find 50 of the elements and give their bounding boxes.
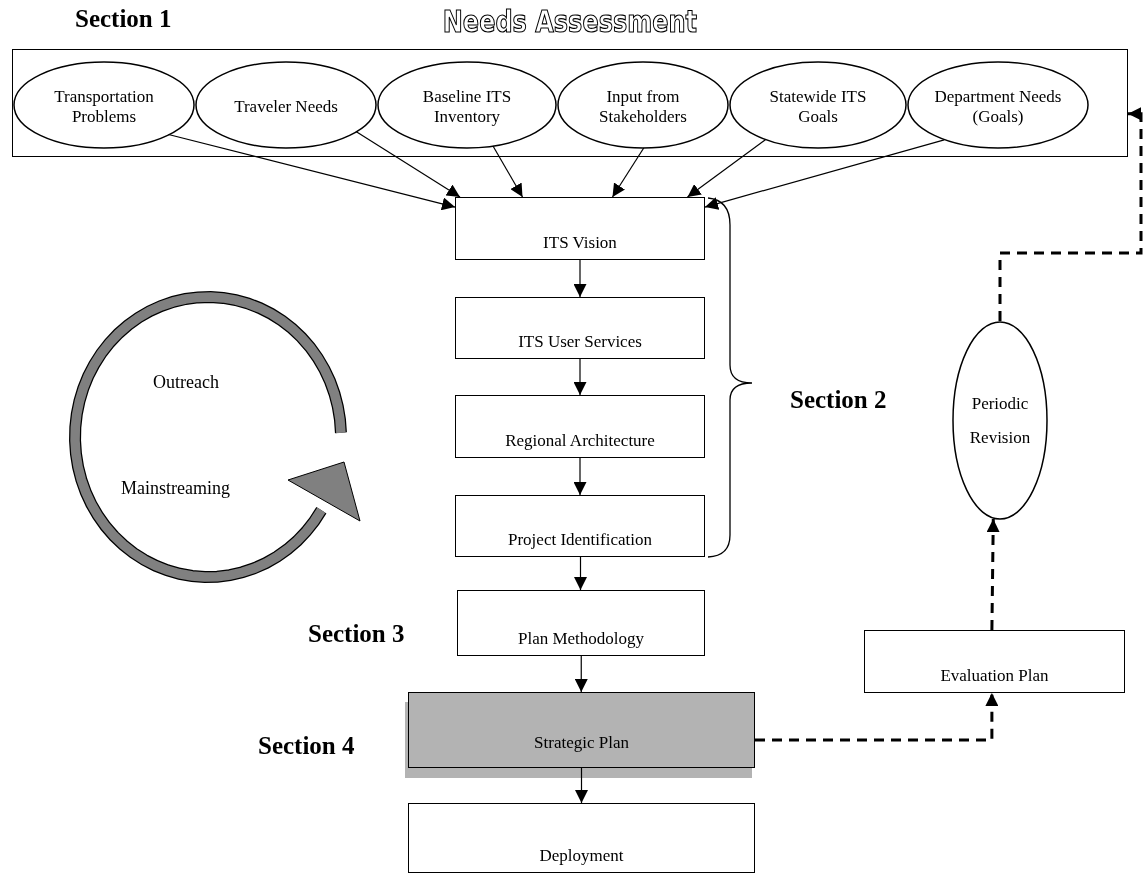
arrow: [755, 693, 999, 742]
arrow: [986, 519, 1000, 630]
node-label: Evaluation Plan: [940, 665, 1049, 686]
process-box: [457, 590, 705, 656]
node-label: Periodic Revision: [968, 392, 1032, 449]
section-heading: Section 4: [258, 732, 355, 760]
arrow: [573, 259, 587, 298]
group-title: Needs Assessment: [442, 4, 698, 39]
section-heading: Section 1: [75, 5, 172, 33]
arrow: [355, 130, 461, 198]
arrow: [686, 139, 766, 198]
node-label: Baseline ITS Inventory: [421, 85, 513, 128]
arrow: [573, 358, 587, 396]
process-box: [455, 197, 705, 260]
node-label: Plan Methodology: [517, 628, 645, 649]
oval-node: [557, 61, 729, 149]
process-box: [455, 297, 705, 359]
node-label: Deployment: [539, 845, 624, 866]
process-box: [455, 395, 705, 458]
section-heading: Section 3: [308, 620, 405, 648]
node-label: Transportation Problems: [53, 85, 155, 128]
node-label: ITS Vision: [543, 232, 617, 253]
node-label: ITS User Services: [518, 331, 642, 352]
node-label: Department Needs (Goals): [934, 85, 1062, 128]
arrow: [998, 107, 1143, 321]
process-box: [864, 630, 1125, 693]
section-heading: Section 2: [790, 386, 887, 414]
node-label: Traveler Needs: [234, 95, 338, 118]
node-label: Input from Stakeholders: [598, 85, 688, 128]
process-box: [455, 495, 705, 557]
node-label: Statewide ITS Goals: [768, 85, 868, 128]
oval-node: [952, 321, 1048, 520]
oval-node: [907, 61, 1089, 149]
arrow: [574, 655, 588, 693]
oval-node: [13, 61, 195, 149]
arrow: [492, 145, 524, 198]
arrow: [611, 147, 645, 198]
node-label: Regional Architecture: [505, 430, 655, 451]
oval-node: [377, 61, 557, 149]
node-label: Project Identification: [508, 529, 652, 550]
arrow: [167, 133, 456, 211]
process-box: [408, 803, 755, 873]
arrow: [575, 767, 588, 804]
oval-node: [195, 61, 377, 149]
oval-node: [729, 61, 907, 149]
cycle-label: Outreach: [153, 372, 219, 393]
arrow: [573, 457, 587, 496]
arrow: [574, 556, 587, 591]
node-label: Strategic Plan: [534, 732, 629, 753]
cycle-label: Mainstreaming: [121, 478, 230, 499]
